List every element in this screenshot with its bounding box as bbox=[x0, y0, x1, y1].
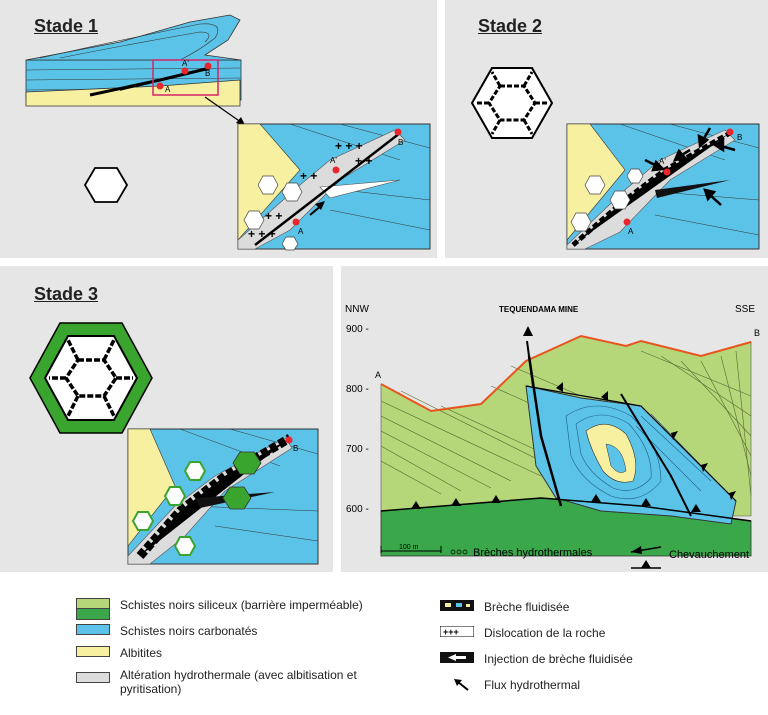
stage3-diagram: B bbox=[29, 322, 319, 565]
stage3-title: Stade 3 bbox=[34, 284, 99, 304]
section-title: TEQUENDAMA MINE bbox=[499, 305, 579, 314]
label-a-prime-small: A' bbox=[182, 59, 189, 68]
breccia-key: Brèches hydrothermales bbox=[450, 547, 593, 559]
svg-text:+++: +++ bbox=[443, 627, 459, 637]
albitite-swatch bbox=[76, 646, 110, 657]
svg-text:A': A' bbox=[659, 157, 666, 166]
breccia-label: Brèches hydrothermales bbox=[473, 547, 593, 559]
svg-text:B: B bbox=[737, 133, 742, 142]
siliceous-swatch bbox=[76, 598, 110, 620]
stage3-zoom-panel: B bbox=[127, 428, 319, 565]
legend-flux: Flux hydrothermal bbox=[452, 678, 580, 692]
carbonate-swatch bbox=[76, 624, 110, 635]
legend-fluidized-breccia: Brèche fluidisée bbox=[440, 600, 569, 614]
label-a-small: A bbox=[165, 85, 171, 94]
fluidized-breccia-swatch bbox=[440, 600, 474, 611]
section-scale-bar: 100 m bbox=[380, 544, 442, 553]
legend-siliceous: Schistes noirs siliceux (barrière imperm… bbox=[76, 598, 363, 620]
cross-section-diagram: NNW SSE TEQUENDAMA MINE 900 - 800 - 700 … bbox=[345, 304, 760, 569]
legend-carbonate: Schistes noirs carbonatés bbox=[76, 624, 257, 638]
svg-text:B: B bbox=[293, 444, 298, 453]
svg-text:+ + +: + + + bbox=[335, 139, 363, 153]
stage2-diagram: A A' B bbox=[470, 67, 760, 250]
legend-injection: Injection de brèche fluidisée bbox=[440, 652, 633, 666]
alteration-swatch bbox=[76, 672, 110, 683]
cross-section-panel: NNW SSE TEQUENDAMA MINE 900 - 800 - 700 … bbox=[341, 266, 768, 572]
elevation-800: 800 - bbox=[346, 384, 369, 395]
dislocation-swatch: +++ bbox=[440, 626, 474, 637]
topography-line bbox=[380, 334, 752, 413]
section-point-b: B bbox=[754, 328, 760, 338]
svg-text:+ +: + + bbox=[265, 209, 282, 223]
legend-alteration: Altération hydrothermale (avec albitisat… bbox=[76, 668, 376, 696]
stage1-zoom-panel: + + + + + + + + + + + + A A' B bbox=[237, 123, 431, 251]
flux-arrow-icon bbox=[454, 679, 469, 691]
section-left-direction: NNW bbox=[345, 304, 369, 315]
elevation-700: 700 - bbox=[346, 444, 369, 455]
stage1-block-model: A A' B bbox=[25, 14, 242, 107]
svg-text:+ +: + + bbox=[355, 154, 372, 168]
svg-text:+ + +: + + + bbox=[248, 227, 276, 241]
svg-text:A: A bbox=[298, 227, 304, 236]
legend-dislocation: +++ Dislocation de la roche bbox=[440, 626, 605, 640]
stage3-crystal-icon bbox=[29, 322, 153, 434]
stage2-title: Stade 2 bbox=[478, 16, 543, 36]
thrust-key: Chevauchement bbox=[630, 546, 749, 569]
stage1-point-b-small bbox=[204, 62, 212, 70]
legend: Schistes noirs siliceux (barrière imperm… bbox=[0, 578, 768, 715]
svg-text:A: A bbox=[628, 227, 634, 236]
stage1-title: Stade 1 bbox=[34, 16, 99, 36]
stage3-panel: Stade 3 B bbox=[0, 266, 333, 572]
svg-text:B: B bbox=[398, 138, 403, 147]
label-b-small: B bbox=[205, 69, 210, 78]
elevation-900: 900 - bbox=[346, 324, 369, 335]
legend-albitite: Albitites bbox=[76, 646, 162, 660]
svg-text:+ +: + + bbox=[300, 169, 317, 183]
section-right-direction: SSE bbox=[735, 304, 755, 315]
stage1-panel: Stade 1 A A' B bbox=[0, 0, 437, 258]
section-geology bbox=[380, 326, 752, 557]
stage1-diagram: A A' B + + + + + + + + + + + + bbox=[25, 14, 431, 251]
stage2-zoom-panel: A A' B bbox=[566, 123, 760, 250]
stage2-panel: Stade 2 A bbox=[445, 0, 768, 258]
svg-text:100 m: 100 m bbox=[399, 544, 419, 551]
stage1-point-a-small bbox=[156, 82, 164, 90]
thrust-label: Chevauchement bbox=[669, 549, 749, 561]
elevation-600: 600 - bbox=[346, 504, 369, 515]
stage1-crystal-icon bbox=[83, 167, 129, 203]
svg-text:A': A' bbox=[330, 156, 337, 165]
injection-swatch bbox=[440, 652, 474, 663]
stage2-crystal-icon bbox=[470, 67, 554, 139]
stage1-point-a-prime-small bbox=[181, 67, 189, 75]
section-point-a: A bbox=[375, 370, 381, 380]
